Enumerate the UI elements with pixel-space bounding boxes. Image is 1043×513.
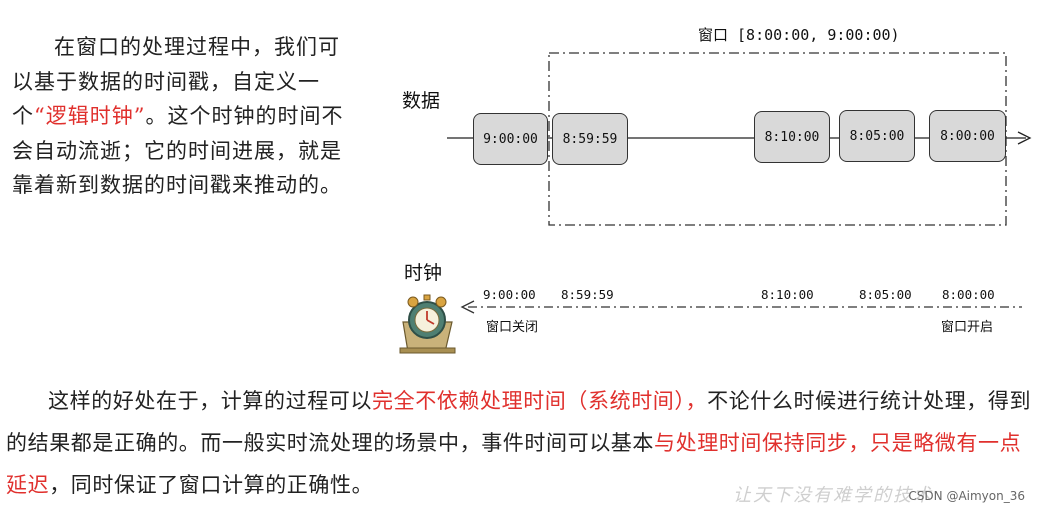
intro-text-2: 。这个时钟的时间不会自动流逝；它的时间进展，就是靠着新到数据的时间戳来推动的。 — [12, 104, 344, 197]
data-box: 8:10:00 — [754, 111, 830, 163]
summary-text-2: 不论什么时候进行统计处理，得到的结果都是正确的。而一般实时流处理的场景中，事件时… — [6, 389, 1032, 455]
window-open-label: 窗口开启 — [941, 320, 994, 335]
alarm-clock-icon — [399, 294, 456, 354]
window-close-label: 窗口关闭 — [486, 320, 539, 335]
data-box: 8:05:00 — [839, 110, 915, 162]
summary-text-3: ，同时保证了窗口计算的正确性。 — [49, 473, 374, 497]
summary-highlight-1: 完全不依赖处理时间（系统时间）， — [372, 389, 708, 413]
clock-timeline-arrow — [460, 300, 475, 314]
data-timeline-arrow — [1017, 131, 1032, 145]
data-box: 8:00:00 — [929, 110, 1006, 162]
clock-tick-label: 8:05:00 — [859, 287, 912, 302]
clock-tick-label: 8:59:59 — [561, 287, 614, 302]
brush-watermark: 让天下没有难学的技术 — [733, 485, 933, 506]
summary-text-1: 这样的好处在于，计算的过程可以 — [48, 389, 372, 413]
summary-highlight-2: 与处理时间保持同步，只是略微有一点延迟 — [6, 431, 1022, 497]
data-box: 9:00:00 — [473, 113, 548, 165]
clock-tick-label: 8:00:00 — [942, 287, 995, 302]
clock-tick-label: 9:00:00 — [483, 287, 536, 302]
data-label: 数据 — [402, 90, 441, 112]
window-range-label: 窗口 [8:00:00, 9:00:00) — [698, 26, 900, 44]
data-box: 8:59:59 — [552, 113, 628, 165]
csdn-watermark: CSDN @Aimyon_36 — [908, 489, 1025, 503]
intro-paragraph: 在窗口的处理过程中，我们可以基于数据的时间戳，自定义一个“逻辑时钟”。这个时钟的… — [12, 30, 352, 203]
intro-text-1: 在窗口的处理过程中，我们可以基于数据的时间戳，自定义一个 — [12, 35, 340, 128]
clock-label: 时钟 — [404, 262, 443, 284]
window-frame — [548, 52, 1007, 226]
summary-paragraph: 这样的好处在于，计算的过程可以完全不依赖处理时间（系统时间），不论什么时候进行统… — [6, 380, 1036, 506]
logical-clock-highlight: “逻辑时钟” — [34, 104, 146, 128]
clock-tick-label: 8:10:00 — [761, 287, 814, 302]
